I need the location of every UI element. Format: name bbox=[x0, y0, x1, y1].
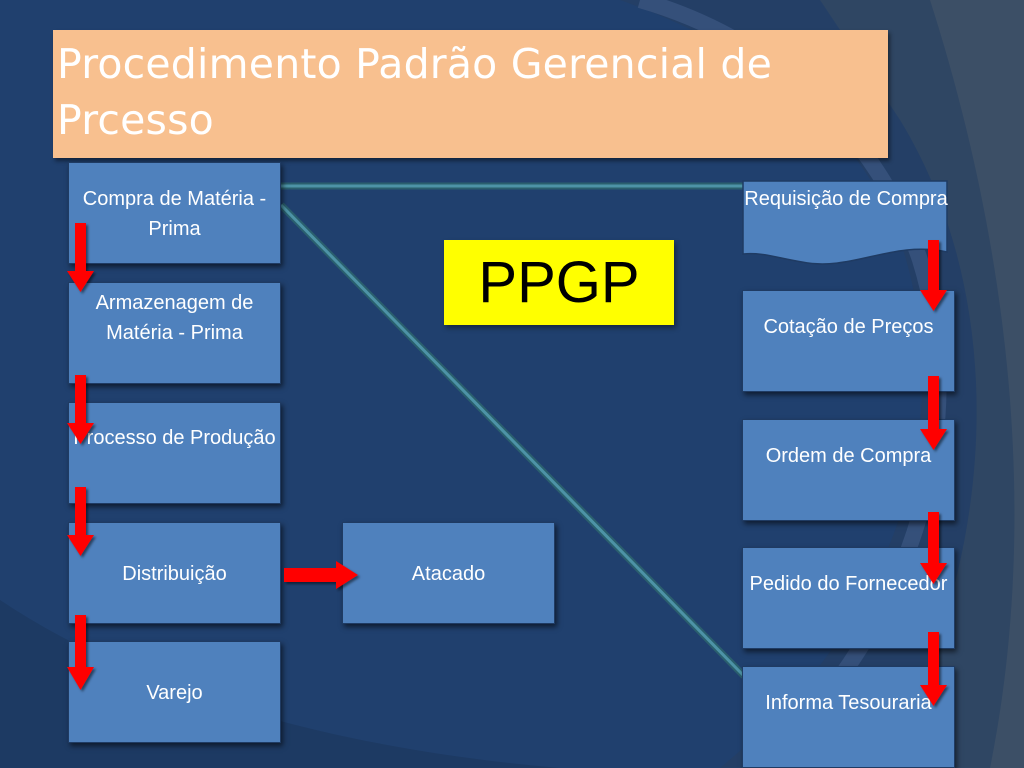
arrow-down-icon bbox=[920, 632, 947, 706]
node-informa-tesouraria: Informa Tesouraria bbox=[742, 666, 955, 768]
arrow-down-icon bbox=[920, 512, 947, 584]
node-armazenagem: Armazenagem de Matéria - Prima bbox=[68, 282, 281, 384]
node-label: Compra de Matéria - Prima bbox=[82, 188, 267, 240]
node-label: Pedido do Fornecedor bbox=[749, 573, 948, 595]
arrow-down-icon bbox=[67, 223, 94, 292]
node-label: Distribuição bbox=[122, 563, 227, 585]
node-requisicao-compra-shape bbox=[742, 180, 948, 265]
node-varejo: Varejo bbox=[68, 641, 281, 743]
node-requisicao-compra: Requisição de Compra bbox=[742, 184, 950, 214]
node-distribuicao: Distribuição bbox=[68, 522, 281, 624]
arrow-down-icon bbox=[920, 376, 947, 450]
node-label: Processo de Produção bbox=[73, 427, 276, 449]
node-label: Armazenagem de Matéria - Prima bbox=[95, 292, 254, 344]
node-label: Varejo bbox=[146, 682, 203, 704]
node-label: Ordem de Compra bbox=[765, 445, 932, 467]
node-label: Requisição de Compra bbox=[744, 188, 948, 210]
arrow-down-icon bbox=[67, 375, 94, 444]
arrow-right-icon bbox=[284, 561, 358, 589]
node-atacado: Atacado bbox=[342, 522, 555, 624]
node-pedido-fornecedor: Pedido do Fornecedor bbox=[742, 547, 955, 649]
node-label: Cotação de Preços bbox=[763, 316, 934, 338]
arrow-down-icon bbox=[920, 240, 947, 311]
node-compra-materia-prima: Compra de Matéria - Prima bbox=[68, 162, 281, 264]
node-label: Atacado bbox=[411, 563, 486, 585]
node-label: Informa Tesouraria bbox=[765, 692, 932, 714]
arrow-down-icon bbox=[67, 615, 94, 690]
title-box: Procedimento Padrão Gerencial de Prcesso bbox=[53, 30, 888, 158]
node-ordem-compra: Ordem de Compra bbox=[742, 419, 955, 521]
node-processo-producao: Processo de Produção bbox=[68, 402, 281, 504]
ppgp-badge: PPGP bbox=[444, 240, 674, 325]
arrow-down-icon bbox=[67, 487, 94, 556]
slide-title: Procedimento Padrão Gerencial de Prcesso bbox=[57, 40, 772, 144]
node-cotacao-precos: Cotação de Preços bbox=[742, 290, 955, 392]
